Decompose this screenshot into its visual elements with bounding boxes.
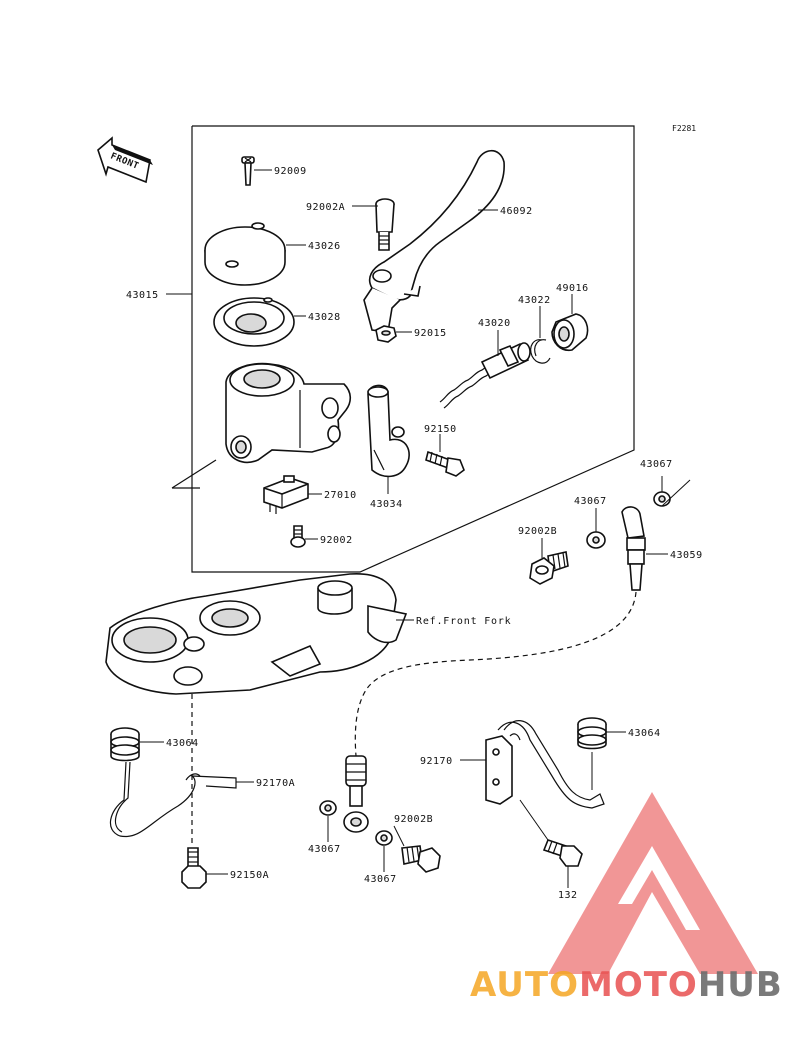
brake-hose-path xyxy=(354,591,637,757)
label-43064-left: 43064 xyxy=(166,738,199,749)
label-92150: 92150 xyxy=(424,424,457,435)
circlip-43022 xyxy=(530,339,551,364)
label-43067-d: 43067 xyxy=(364,874,397,885)
washer-43067-c-hole xyxy=(324,804,332,812)
label-43064-right: 43064 xyxy=(628,728,661,739)
label-43015: 43015 xyxy=(126,290,159,301)
washer-43067-d-hole xyxy=(380,834,388,842)
pivot-bolt-92002A xyxy=(375,198,395,251)
label-46092: 46092 xyxy=(500,206,533,217)
reference-front-fork: Ref.Front Fork xyxy=(416,616,512,627)
label-43026: 43026 xyxy=(308,241,341,252)
bolt-92150A xyxy=(181,847,207,889)
label-92002B-bottom: 92002B xyxy=(394,814,433,825)
label-92002B-top: 92002B xyxy=(518,526,557,537)
label-92170: 92170 xyxy=(420,756,453,767)
label-92170A: 92170A xyxy=(256,778,295,789)
label-43067-a: 43067 xyxy=(640,459,673,470)
brake-switch-27010 xyxy=(263,475,309,514)
lower-hose-fitting xyxy=(343,755,369,833)
label-43034: 43034 xyxy=(370,499,403,510)
grommet-43064-left xyxy=(110,727,140,762)
bolt-132 xyxy=(542,839,583,867)
washer-43067-b-hole xyxy=(592,536,600,544)
leader-lines xyxy=(140,169,691,888)
front-arrow-icon: FRONT xyxy=(97,136,153,184)
label-43020: 43020 xyxy=(478,318,511,329)
label-92015: 92015 xyxy=(414,328,447,339)
washer-43067-a-hole xyxy=(658,495,666,503)
label-92002: 92002 xyxy=(320,535,353,546)
label-43067-b: 43067 xyxy=(574,496,607,507)
dust-boot-49016 xyxy=(551,313,589,352)
label-92150A: 92150A xyxy=(230,870,269,881)
label-92002A: 92002A xyxy=(306,202,345,213)
label-43059: 43059 xyxy=(670,550,703,561)
label-132: 132 xyxy=(558,890,578,901)
hose-clamp-92170A xyxy=(109,761,237,838)
banjo-bolt-92002B-top xyxy=(529,551,569,585)
clamp-43034 xyxy=(367,384,410,478)
fork-top-bridge xyxy=(105,573,408,695)
banjo-bolt-92002B-bottom xyxy=(401,845,441,873)
reservoir-cap-43026 xyxy=(204,222,286,286)
label-92009: 92009 xyxy=(274,166,307,177)
bracket-92170 xyxy=(485,720,605,809)
label-43028: 43028 xyxy=(308,312,341,323)
diagram-code: F2281 xyxy=(672,124,696,133)
grommet-43064-right xyxy=(577,717,607,750)
watermark-hub: HUB xyxy=(698,965,783,1005)
screw-92002 xyxy=(290,525,306,548)
label-43067-c: 43067 xyxy=(308,844,341,855)
label-43022: 43022 xyxy=(518,295,551,306)
watermark-auto: AUTO xyxy=(470,965,579,1005)
assembly-box-43015 xyxy=(171,125,635,573)
brake-lever-46092 xyxy=(363,149,505,333)
label-49016: 49016 xyxy=(556,283,589,294)
master-cylinder-body xyxy=(225,362,352,464)
nut-92015 xyxy=(375,325,397,343)
piston-assembly-43020 xyxy=(439,342,531,409)
watermark-logo: AUTOMOTOHUB xyxy=(470,792,783,1005)
label-27010: 27010 xyxy=(324,490,357,501)
screw-92009 xyxy=(241,156,255,186)
watermark-triangle-icon xyxy=(548,792,758,974)
watermark-moto: MOTO xyxy=(579,965,698,1005)
diaphragm-plate-43028 xyxy=(213,297,295,347)
watermark-text: AUTOMOTOHUB xyxy=(470,965,783,1005)
brake-hose-43059 xyxy=(621,506,646,591)
clamp-bolt-92150 xyxy=(425,450,465,477)
bolt-132-line xyxy=(519,799,549,841)
